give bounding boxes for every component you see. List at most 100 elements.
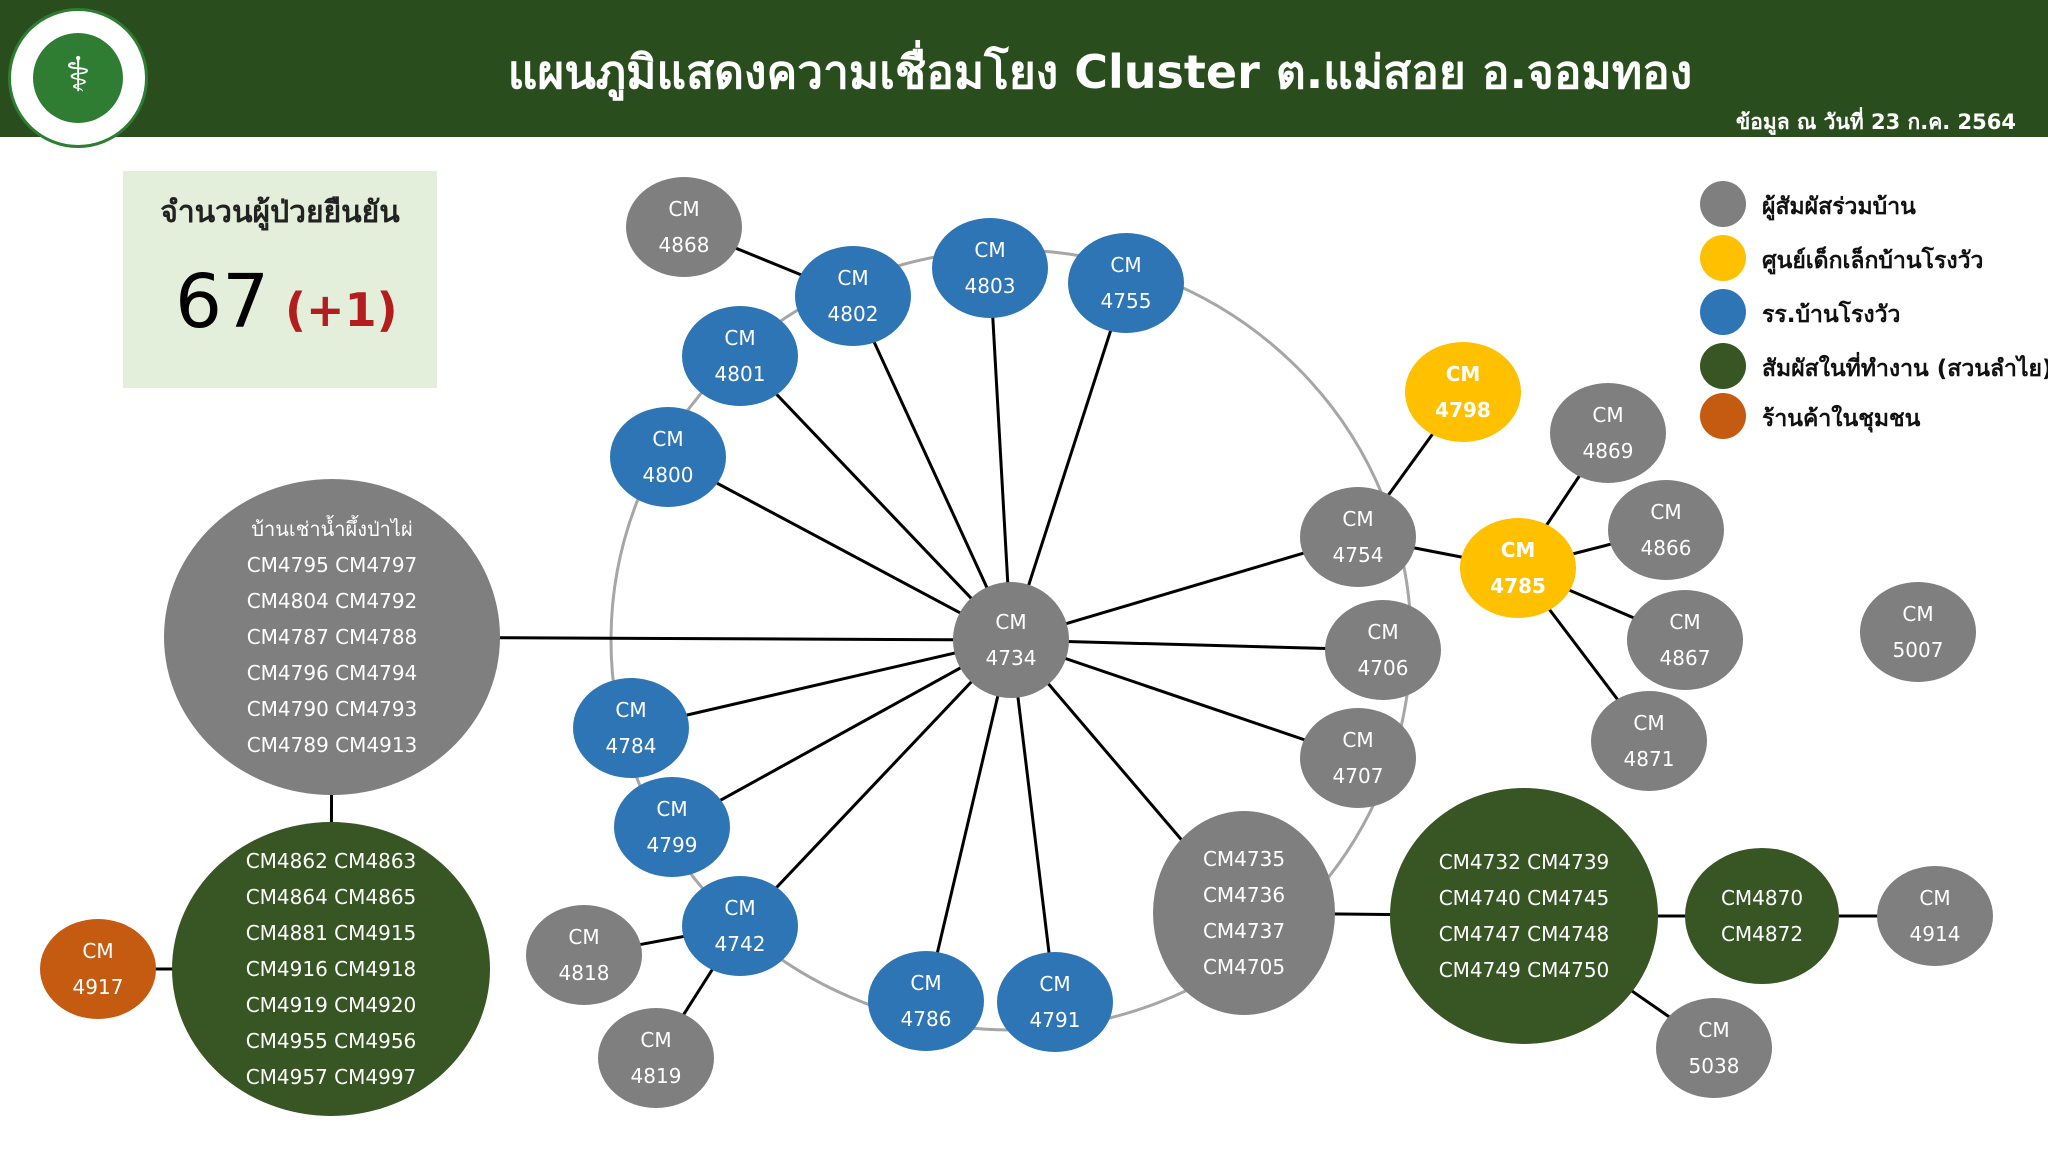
node-label-n4917-1: 4917: [73, 975, 124, 999]
node-label-n4871-1: 4871: [1624, 747, 1675, 771]
edge-n4734-n4755: [1009, 282, 1128, 641]
node-label-nWorkLeft-5: CM4955 CM4956: [246, 1029, 417, 1053]
node-label-nWorkLeft-3: CM4916 CM4918: [246, 957, 417, 981]
node-label-n4755-1: 4755: [1101, 289, 1152, 313]
node-label-n4742-0: CM: [724, 896, 755, 920]
node-shape-nWorkLeft: [172, 822, 490, 1116]
node-label-n4798-0: CM: [1446, 362, 1481, 386]
node-n4867: CM 4867: [1627, 590, 1743, 690]
legend-dot-workplace: [1700, 343, 1746, 389]
caduceus-emblem: ⚕: [33, 33, 123, 123]
node-shape-n4734: [953, 582, 1069, 698]
confirmed-count-value: 67: [175, 259, 270, 345]
node-shape-n4869: [1550, 383, 1666, 483]
node-shape-n4868: [626, 177, 742, 277]
node-label-n4818-1: 4818: [559, 961, 610, 985]
caduceus-icon: ⚕: [65, 47, 91, 103]
legend-dot-shop: [1700, 393, 1746, 439]
node-shape-n4802: [795, 246, 911, 346]
node-shape-n4799: [614, 777, 730, 877]
node-label-nHouse-2: CM4804 CM4792: [247, 589, 418, 613]
node-label-n5007-1: 5007: [1893, 638, 1944, 662]
node-label-nGroup4735-2: CM4737: [1203, 919, 1285, 943]
legend-label-childcare: ศูนย์เด็กเล็กบ้านโรงวัว: [1762, 248, 1984, 274]
node-label-n4734-0: CM: [995, 610, 1026, 634]
node-label-n4799-0: CM: [656, 797, 687, 821]
node-n4800: CM 4800: [610, 407, 726, 507]
node-label-n4818-0: CM: [568, 925, 599, 949]
node-label-nWorkMid-1: CM4740 CM4745: [1439, 886, 1610, 910]
node-label-n4866-1: 4866: [1641, 536, 1692, 560]
node-label-n4754-1: 4754: [1333, 543, 1384, 567]
confirmed-count-delta: (+1): [285, 283, 398, 337]
node-label-n4914-1: 4914: [1910, 922, 1961, 946]
node-shape-n4786: [868, 951, 984, 1051]
node-n4742: CM 4742: [682, 876, 798, 976]
node-label-n4803-1: 4803: [965, 274, 1016, 298]
node-label-n4786-0: CM: [910, 971, 941, 995]
node-shape-n4917: [40, 919, 156, 1019]
node-label-nWork4870-1: CM4872: [1721, 922, 1803, 946]
node-label-n4867-1: 4867: [1660, 646, 1711, 670]
node-label-nHouse-5: CM4790 CM4793: [247, 697, 418, 721]
edge-n4734-n4754: [1010, 535, 1359, 642]
node-label-n5007-0: CM: [1902, 602, 1933, 626]
node-label-n4800-1: 4800: [643, 463, 694, 487]
node-label-nGroup4735-3: CM4705: [1203, 955, 1285, 979]
ministry-logo: ⚕: [8, 8, 148, 148]
node-label-n4785-0: CM: [1501, 538, 1536, 562]
node-label-n4784-0: CM: [615, 698, 646, 722]
node-label-n4755-0: CM: [1110, 253, 1141, 277]
legend-dot-household: [1700, 181, 1746, 227]
node-label-n4791-0: CM: [1039, 972, 1070, 996]
node-label-nHouse-3: CM4787 CM4788: [247, 625, 418, 649]
node-shape-n4800: [610, 407, 726, 507]
edge-n4734-n4802: [851, 295, 1013, 641]
node-n4871: CM 4871: [1591, 691, 1707, 791]
node-label-n4754-0: CM: [1342, 507, 1373, 531]
node-label-n4914-0: CM: [1919, 886, 1950, 910]
node-label-n4802-0: CM: [837, 266, 868, 290]
node-label-n4800-0: CM: [652, 427, 683, 451]
legend-label-workplace: สัมผัสในที่ทำงาน (สวนลำไย): [1762, 356, 2048, 382]
node-shape-nHouse: [164, 479, 500, 795]
data-date: ข้อมูล ณ วันที่ 23 ก.ค. 2564: [1735, 110, 2016, 134]
node-layer: CM4734CM4868CM4802CM4803CM4755CM4801CM48…: [40, 177, 1993, 1116]
node-label-n4707-0: CM: [1342, 728, 1373, 752]
node-shape-n4754: [1300, 487, 1416, 587]
edge-n4734-n4799: [671, 638, 1012, 829]
node-n4707: CM 4707: [1300, 708, 1416, 808]
node-label-n4742-1: 4742: [715, 932, 766, 956]
node-label-n4819-1: 4819: [631, 1064, 682, 1088]
node-shape-nWorkMid: [1390, 788, 1658, 1044]
node-label-n4707-1: 4707: [1333, 764, 1384, 788]
node-label-n4867-0: CM: [1669, 610, 1700, 634]
node-shape-n4871: [1591, 691, 1707, 791]
header-bar: [0, 0, 2048, 137]
node-label-n4871-0: CM: [1633, 711, 1664, 735]
node-n4754: CM 4754: [1300, 487, 1416, 587]
node-shape-n4803: [932, 218, 1048, 318]
node-label-n4801-1: 4801: [715, 362, 766, 386]
node-label-nWorkLeft-2: CM4881 CM4915: [246, 921, 417, 945]
node-label-nWork4870-0: CM4870: [1721, 886, 1803, 910]
node-n4755: CM 4755: [1068, 233, 1184, 333]
edge-n4734-n4803: [988, 267, 1013, 641]
node-label-n4868-0: CM: [668, 197, 699, 221]
